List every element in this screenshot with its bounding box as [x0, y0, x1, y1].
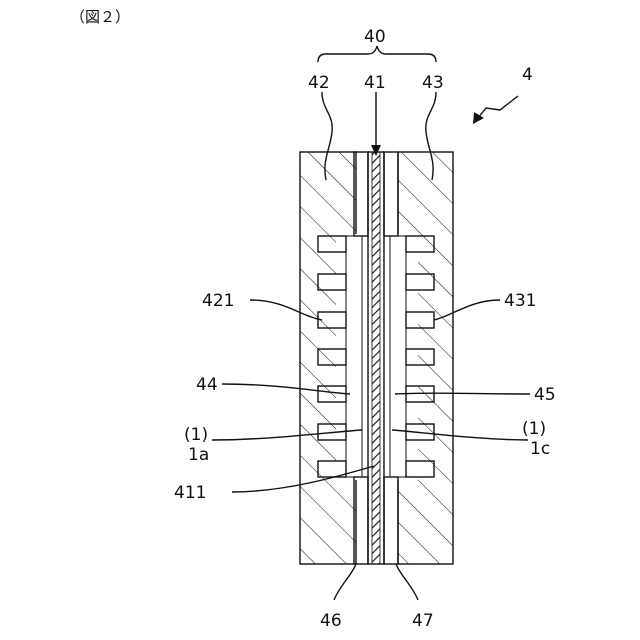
group-brace [318, 46, 436, 62]
figure-caption: （図２） [70, 8, 130, 26]
label-411: 411 [174, 483, 206, 503]
label-40: 40 [364, 27, 386, 47]
label-45: 45 [534, 385, 556, 405]
label-44: 44 [196, 375, 218, 395]
label-43: 43 [422, 73, 444, 93]
label-left-ref: (1) [184, 425, 208, 445]
label-41: 41 [364, 73, 386, 93]
label-42: 42 [308, 73, 330, 93]
label-47: 47 [412, 611, 434, 631]
label-4: 4 [522, 65, 533, 85]
label-46: 46 [320, 611, 342, 631]
label-421: 421 [202, 291, 234, 311]
label-1a: 1a [188, 445, 209, 465]
label-1c: 1c [530, 439, 550, 459]
label-right-ref: (1) [522, 419, 546, 439]
label-431: 431 [504, 291, 536, 311]
